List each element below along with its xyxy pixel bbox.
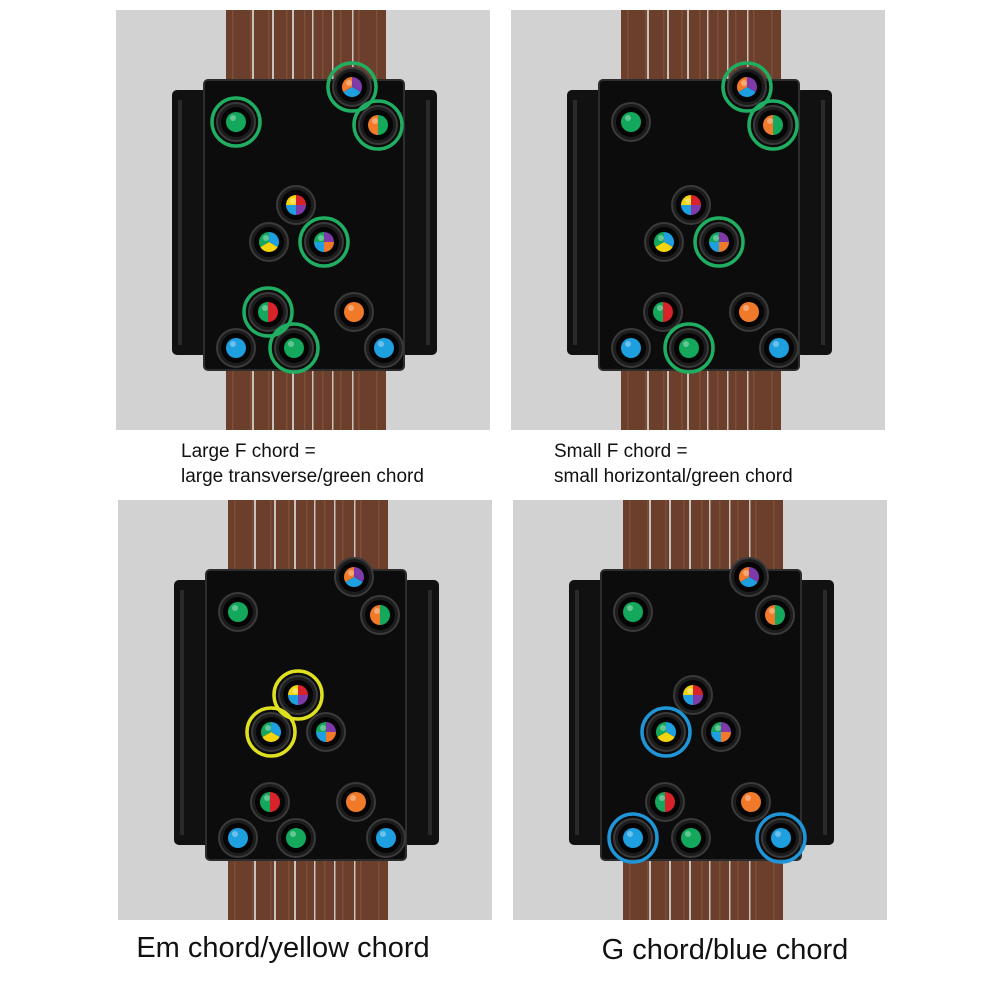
left-clamp	[172, 90, 208, 355]
chord-button-top-left	[613, 592, 653, 632]
chord-panel-g	[513, 500, 887, 920]
chord-button-bottom-mid	[671, 818, 711, 858]
highlight-ring-top-mid	[326, 61, 378, 113]
chord-button-top-mid	[332, 67, 372, 107]
chord-button-bottom-mid	[276, 818, 316, 858]
chord-button-bottom-right	[364, 328, 404, 368]
highlight-ring-low-mid-left	[242, 286, 294, 338]
left-clamp	[569, 580, 605, 845]
left-clamp	[174, 580, 210, 845]
chord-button-bottom-left	[611, 328, 651, 368]
highlight-ring-mid-left	[640, 706, 692, 758]
chord-button-mid-left	[251, 712, 291, 752]
chord-button-low-mid-left	[248, 292, 288, 332]
chord-button-mid-right	[306, 712, 346, 752]
caption-line: Small F chord =	[554, 441, 688, 462]
chord-trainer-photo	[511, 10, 885, 430]
chord-button-top-right	[358, 105, 398, 145]
chord-button-mid-top	[673, 675, 713, 715]
highlight-ring-mid-left	[245, 706, 297, 758]
chord-button-mid-right	[701, 712, 741, 752]
chord-button-top-right	[755, 595, 795, 635]
chord-button-mid-right	[304, 222, 344, 262]
chord-button-top-mid	[334, 557, 374, 597]
chord-button-mid-left	[249, 222, 289, 262]
chord-button-low-mid-left	[643, 292, 683, 332]
caption-em: Em chord/yellow chord	[118, 930, 448, 968]
chord-trainer-photo	[118, 500, 492, 920]
chord-button-bottom-left	[218, 818, 258, 858]
right-clamp	[403, 580, 439, 845]
caption-large-f: Large F chord = large transverse/green c…	[181, 440, 424, 489]
chord-button-low-right	[729, 292, 769, 332]
highlight-ring-top-left	[210, 96, 262, 148]
caption-line: Em chord/yellow chord	[136, 932, 430, 964]
highlight-ring-top-right	[747, 99, 799, 151]
chord-button-mid-top	[278, 675, 318, 715]
chord-button-mid-left	[644, 222, 684, 262]
chord-button-mid-top	[276, 185, 316, 225]
caption-line: Large F chord =	[181, 441, 316, 462]
highlight-ring-mid-right	[693, 216, 745, 268]
chord-button-low-right	[336, 782, 376, 822]
chord-button-top-left	[218, 592, 258, 632]
right-clamp	[796, 90, 832, 355]
left-clamp	[567, 90, 603, 355]
chord-button-bottom-right	[761, 818, 801, 858]
highlight-ring-top-mid	[721, 61, 773, 113]
chord-button-bottom-left	[216, 328, 256, 368]
chord-button-top-right	[360, 595, 400, 635]
highlight-ring-bottom-right	[755, 812, 807, 864]
chord-trainer-photo	[513, 500, 887, 920]
chord-button-bottom-right	[759, 328, 799, 368]
caption-line: G chord/blue chord	[601, 934, 849, 966]
caption-g: G chord/blue chord	[560, 932, 890, 970]
chord-trainer-photo	[116, 10, 490, 430]
chord-button-low-right	[731, 782, 771, 822]
caption-line: large transverse/green chord	[181, 465, 424, 487]
highlight-ring-mid-top	[272, 669, 324, 721]
chord-button-top-right	[753, 105, 793, 145]
chord-button-top-left	[611, 102, 651, 142]
chord-button-bottom-right	[366, 818, 406, 858]
highlight-ring-bottom-left	[607, 812, 659, 864]
chord-button-bottom-mid	[274, 328, 314, 368]
chord-button-mid-left	[646, 712, 686, 752]
chord-button-top-left	[216, 102, 256, 142]
chord-panel-em	[118, 500, 492, 920]
chord-button-mid-right	[699, 222, 739, 262]
chord-button-top-mid	[727, 67, 767, 107]
chord-button-low-mid-left	[250, 782, 290, 822]
chord-panel-large-f	[116, 10, 490, 430]
chord-button-bottom-left	[613, 818, 653, 858]
chord-button-low-right	[334, 292, 374, 332]
right-clamp	[401, 90, 437, 355]
chord-panel-small-f	[511, 10, 885, 430]
chord-button-bottom-mid	[669, 328, 709, 368]
right-clamp	[798, 580, 834, 845]
highlight-ring-bottom-mid	[268, 322, 320, 374]
chord-button-low-mid-left	[645, 782, 685, 822]
caption-small-f: Small F chord = small horizontal/green c…	[554, 440, 793, 489]
chord-button-mid-top	[671, 185, 711, 225]
highlight-ring-mid-right	[298, 216, 350, 268]
caption-line: small horizontal/green chord	[554, 465, 793, 487]
highlight-ring-top-right	[352, 99, 404, 151]
chord-button-top-mid	[729, 557, 769, 597]
highlight-ring-bottom-mid	[663, 322, 715, 374]
